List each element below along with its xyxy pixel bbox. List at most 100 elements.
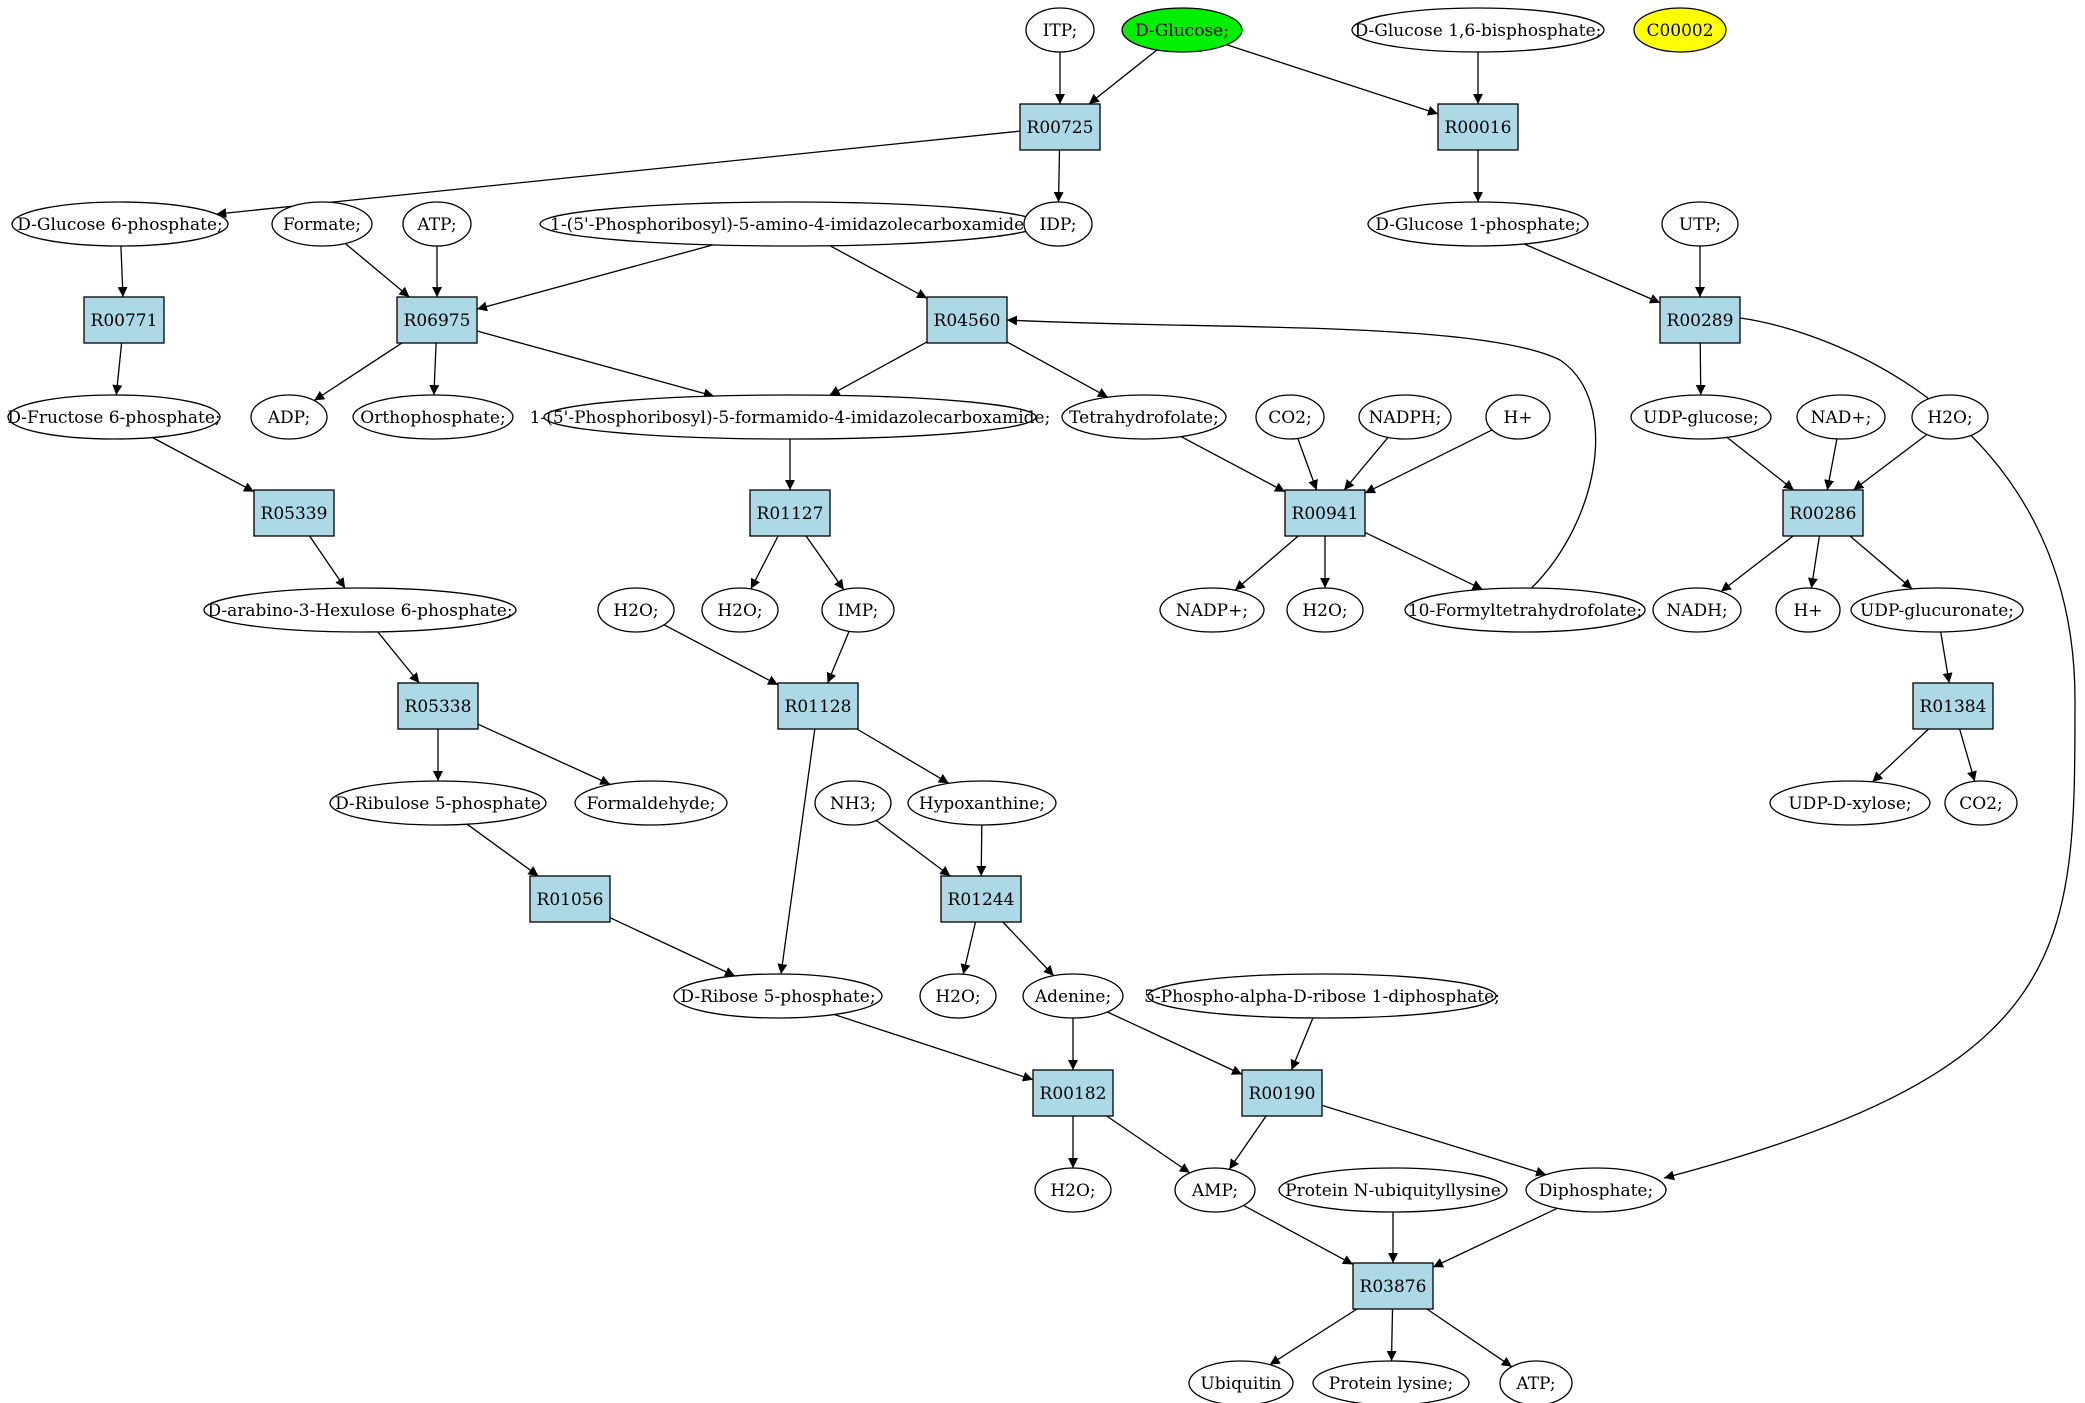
compound-label: ADP; [267,408,310,428]
compound-node-atp1: ATP; [402,201,472,247]
reaction-label: R00725 [1027,118,1094,138]
reaction-label: R00182 [1040,1084,1107,1104]
compound-label: Adenine; [1034,987,1111,1007]
edge-prpp-to-R00190 [1290,1017,1314,1071]
compound-node-h2o2: H2O; [597,587,675,633]
compound-shape [574,780,728,826]
compound-label: UDP-glucuronate; [1860,601,2014,621]
compound-label: NADH; [1666,601,1727,621]
edge-R06975-to-faicar [476,330,715,399]
compound-shape [1121,7,1243,53]
compound-label: ATP; [416,215,456,235]
edge-f6p-to-R05339 [152,436,255,493]
edge-R00190-to-amp [1228,1115,1267,1170]
compound-node-co2b: CO2; [1944,780,2018,826]
reaction-box [1019,103,1101,151]
reaction-node-r00725: R00725 [1019,103,1101,151]
compound-node-udpglc: UDP-glucose; [1630,394,1772,440]
reaction-node-r00182: R00182 [1032,1069,1114,1117]
reaction-box [940,875,1022,923]
reaction-label: R03876 [1360,1277,1427,1297]
compound-label: D-Glucose 1-phosphate; [1375,215,1581,235]
compound-node-adp: ADP; [250,394,328,440]
compound-node-ppi: Diphosphate; [1525,1167,1667,1213]
compound-node-pi: Orthophosphate; [352,394,514,440]
compound-label: NAD+; [1811,408,1872,428]
compound-label: UDP-D-xylose; [1788,794,1911,814]
edge-formate-to-R06975 [344,243,410,298]
edge-R00289-to-ppi [1663,317,2076,1181]
reaction-box [83,296,165,344]
compound-label: H2O; [1050,1181,1095,1201]
compound-shape [1159,587,1265,633]
compound-shape [1911,394,1989,440]
edge-adenine-to-R00190 [1107,1011,1243,1075]
compound-node-adenine: Adenine; [1022,973,1124,1019]
compound-shape [352,394,514,440]
compound-label: H2O; [717,601,762,621]
compound-node-ubiq: Ubiquitin [1188,1360,1294,1403]
compound-shape [673,973,883,1019]
reaction-box [529,875,611,923]
compound-shape [1025,7,1095,53]
compound-shape [1147,973,1497,1019]
reaction-label: R00190 [1249,1084,1316,1104]
edge-h2o2-to-R01128 [663,624,779,686]
compound-label: C00002 [1646,21,1713,41]
compound-label: H2O; [1302,601,1347,621]
compound-shape [543,394,1037,440]
compound-shape [1652,587,1742,633]
compound-label: IMP; [838,601,879,621]
compound-label: CO2; [1268,408,1312,428]
edge-nad-to-R00286 [1824,438,1838,491]
edge-hex6p-to-R05338 [377,631,420,684]
compound-node-imp: IMP; [821,587,895,633]
compound-node-formald: Formaldehyde; [574,780,728,826]
compound-label: D-Glucose 1,6-bisphosphate; [1355,21,1602,41]
reaction-box [1284,489,1366,537]
reaction-label: R05338 [405,697,472,717]
edge-g6p-to-R00771 [117,245,128,298]
edge-g1p-to-R00289 [1523,243,1661,304]
compound-label: D-Glucose; [1135,21,1229,41]
edge-R06975-to-adp [313,342,403,402]
compound-shape [203,587,517,633]
compound-node-h2o4: H2O; [1286,587,1364,633]
compound-shape [1022,973,1124,1019]
reaction-node-r01384: R01384 [1912,682,1994,730]
compound-node-c00002: C00002 [1633,7,1727,53]
edge-glucose-to-R00016 [1226,44,1439,116]
compound-label: AMP; [1191,1181,1238,1201]
edge-aicar-to-R06975 [476,244,714,312]
compound-shape [1174,1167,1256,1213]
edge-R01384-to-udpxyl [1871,728,1930,783]
compound-shape [1630,394,1772,440]
compound-node-nadph: NADPH; [1358,394,1452,440]
reaction-node-r01056: R01056 [529,875,611,923]
compound-label: Protein N-ubiquityllysine [1285,1181,1501,1201]
compound-node-g6p: D-Glucose 6-phosphate; [11,201,229,247]
compound-node-hplus1: H+ [1485,394,1551,440]
reaction-label: R00286 [1790,504,1857,524]
edge-R04560-to-thf [1006,341,1109,398]
compound-node-udpxyl: UDP-D-xylose; [1769,780,1931,826]
compound-node-aicar: 1-(5'-Phosphoribosyl)-5-amino-4-imidazol… [539,201,1041,247]
edge-fthf-to-R04560 [1006,315,1597,589]
compound-shape [1367,201,1589,247]
compound-node-nh3: NH3; [814,780,892,826]
edge-amp-to-R03876 [1243,1204,1354,1265]
edge-R01127-to-h2o3 [750,535,779,590]
edge-ru5p-to-R01056 [466,823,539,877]
compound-shape [1661,201,1739,247]
compound-node-co2a: CO2; [1255,394,1325,440]
edge-hypox-to-R01244 [976,824,987,877]
compound-label: Diphosphate; [1539,1181,1653,1201]
edge-R00771-to-f6p [112,342,123,396]
compound-shape [814,780,892,826]
compound-label: D-arabino-3-Hexulose 6-phosphate; [207,601,512,621]
compound-node-h2o5: H2O; [919,973,997,1019]
edge-R03876-to-atp2 [1426,1308,1513,1368]
compound-shape [1061,394,1227,440]
compound-shape [1850,587,2024,633]
edge-R03876-to-ubiq [1269,1308,1358,1366]
